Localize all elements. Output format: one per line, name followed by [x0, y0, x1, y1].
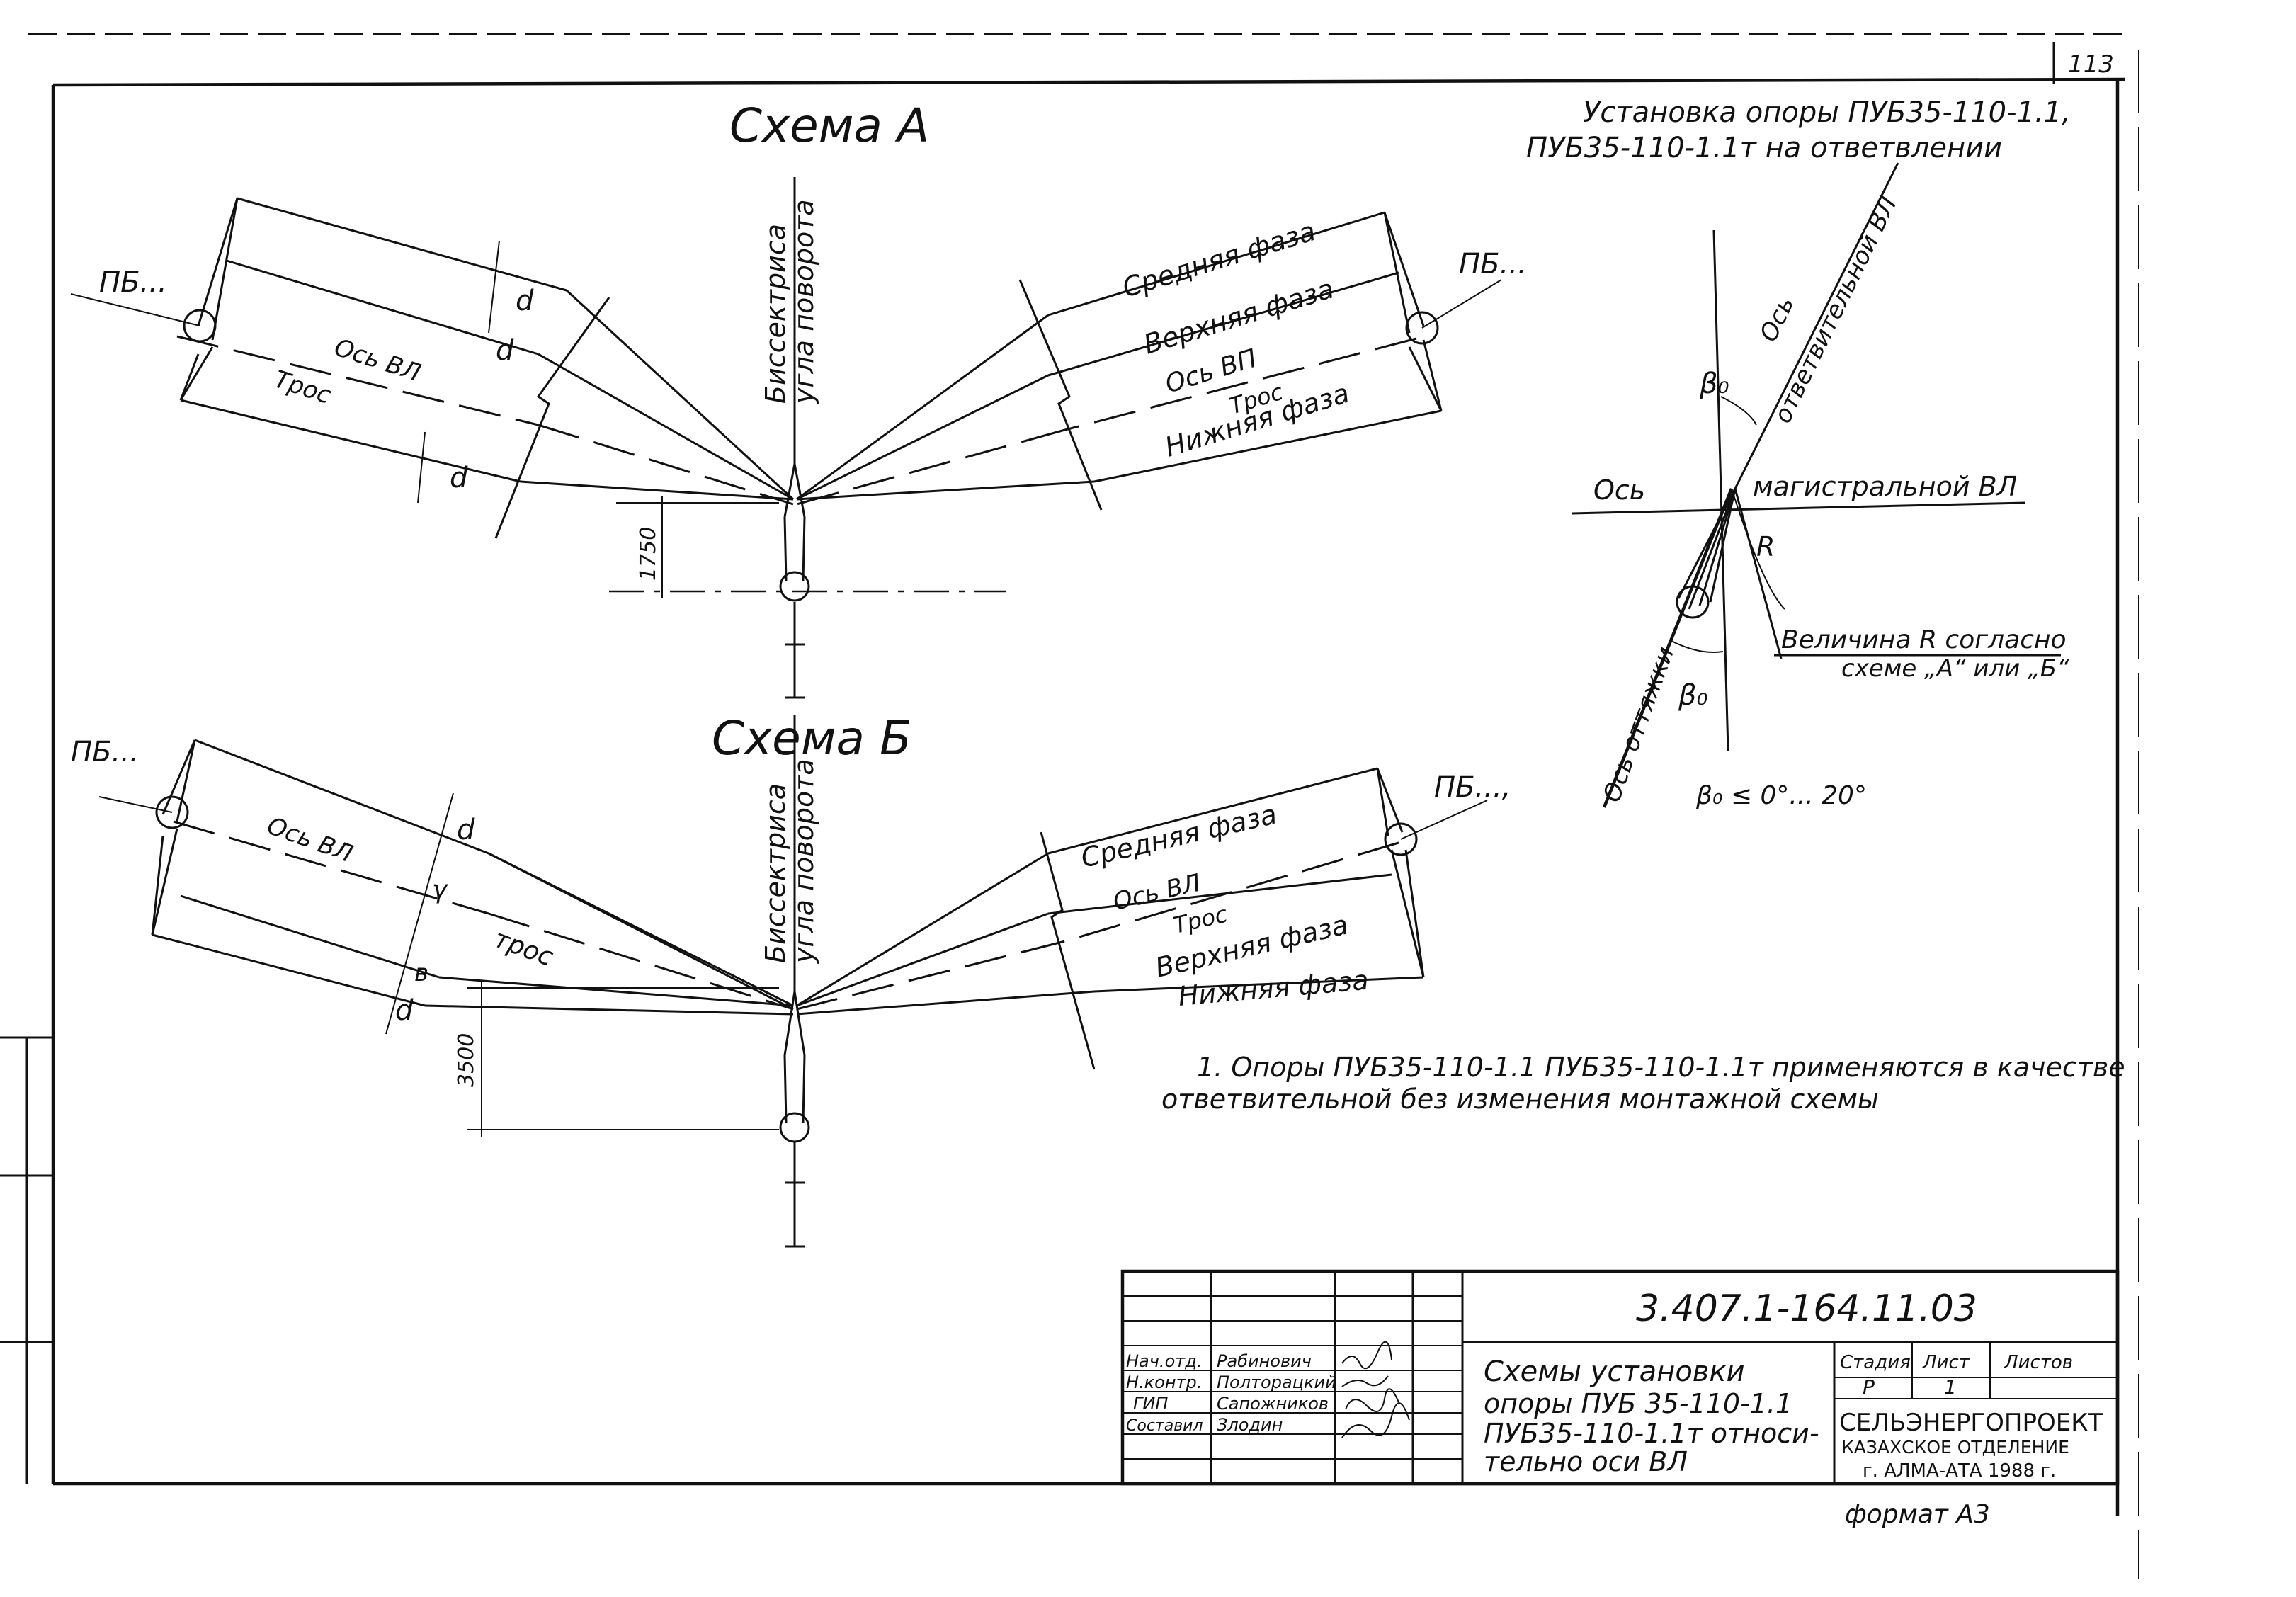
scheme-b: Схема Б ПБ... Ось ВЛ трос d γ в d [71, 711, 1511, 1248]
stage-value: Р [1863, 1375, 1875, 1399]
axis-guy: Ось оттяжки [1598, 643, 1680, 806]
org-1: СЕЛЬЭНЕРГОПРОЕКТ [1839, 1409, 2103, 1437]
sheet-format: формат А3 [1845, 1500, 1990, 1529]
pb-right-b-label: ПБ..., [1434, 771, 1511, 804]
title-block: 3.407.1-164.11.03 Нач.отд. Н.контр. ГИП … [1120, 1269, 2120, 1486]
page-number: 113 [2068, 50, 2114, 79]
axis-vl-a: Ось ВЛ [331, 334, 424, 388]
dim-d-marks-a [417, 240, 500, 504]
pb-right-a-label: ПБ... [1459, 248, 1527, 280]
dim-d-3-a: d [450, 462, 468, 494]
description-1: Схемы установки [1484, 1356, 1745, 1388]
r-label: R [1756, 531, 1775, 562]
central-pole-a [609, 177, 1006, 699]
branch-title-2: ПУБ35-110-1.1т на ответвлении [1526, 132, 2002, 164]
dim-d-1-a: d [516, 285, 534, 317]
dim-d-1-b: d [457, 814, 475, 846]
dim-marks-b [385, 792, 454, 1035]
bisector-1-a: Биссектриса [760, 224, 791, 404]
sheet-value: 1 [1944, 1375, 1957, 1399]
beta-range: β₀ ≤ 0°... 20° [1695, 781, 1867, 810]
col-sheet: Лист [1922, 1352, 1970, 1373]
pb-left-a-label: ПБ... [99, 266, 167, 299]
signature-3 [1345, 1388, 1399, 1412]
name-2: Полторацкий [1217, 1372, 1336, 1392]
scheme-b-right-support [1376, 768, 1488, 978]
support-pb-right-a [1405, 311, 1439, 345]
description-2: опоры ПУБ 35-110-1.1 [1484, 1388, 1792, 1419]
scheme-b-title: Схема Б [712, 711, 911, 766]
role-2: Н.контр. [1126, 1372, 1202, 1392]
dim-gamma-b: γ [432, 875, 448, 904]
signature-2 [1341, 1375, 1389, 1387]
dim-3500-b: 3500 [454, 1033, 479, 1087]
dim-d-2-b: d [395, 994, 414, 1027]
drawing-code: 3.407.1-164.11.03 [1636, 1288, 1977, 1330]
description-3: ПУБ35-110-1.1т относи- [1484, 1418, 1819, 1449]
branch-diagram: Установка опоры ПУБ35-110-1.1, ПУБ35-110… [1526, 96, 2071, 810]
central-pole-b [779, 715, 810, 1248]
scheme-a: Схема А ПБ... d d d Ось ВЛ Трос [70, 98, 1527, 699]
support-pb-left-b [155, 795, 189, 829]
axis-main-2: магистральной ВЛ [1753, 471, 2017, 502]
scheme-a-left-support [70, 198, 239, 401]
name-4: Злодин [1217, 1415, 1283, 1435]
scheme-a-right-support [1383, 212, 1502, 411]
org-2: КАЗАХСКОЕ ОТДЕЛЕНИЕ [1841, 1437, 2069, 1457]
col-stage: Стадия [1840, 1352, 1911, 1373]
name-1: Рабинович [1217, 1351, 1312, 1371]
axis-branch-1: Ось [1754, 292, 1800, 346]
bisector-2-b: угла поворота [788, 758, 819, 964]
col-sheets: Листов [2004, 1352, 2073, 1373]
value-r-2: схеме „А“ или „Б“ [1841, 654, 2069, 683]
name-3: Сапожников [1217, 1394, 1329, 1414]
bisector-2-a: угла поворота [788, 199, 819, 404]
note-line-1: 1. Опоры ПУБ35-110-1.1 ПУБ35-110-1.1т пр… [1197, 1052, 2125, 1083]
description-4: тельно оси ВЛ [1484, 1446, 1688, 1477]
role-3: ГИП [1133, 1394, 1168, 1414]
role-4: Составил [1126, 1417, 1203, 1435]
value-r-1: Величина R согласно [1781, 625, 2067, 654]
pb-left-b-label: ПБ... [71, 736, 139, 768]
bisector-1-b: Биссектриса [760, 783, 791, 963]
dim-1750-a: 1750 [636, 527, 661, 581]
note-line-2: ответвительной без изменения монтажной с… [1161, 1084, 1879, 1115]
support-pb-right-b [1384, 822, 1418, 856]
axis-vl-b: Ось ВЛ [263, 812, 356, 868]
middle-phase-b: Средняя фаза [1078, 798, 1280, 873]
role-1: Нач.отд. [1126, 1351, 1202, 1371]
org-3: г. АЛМА-АТА 1988 г. [1863, 1460, 2056, 1482]
branch-title-1: Установка опоры ПУБ35-110-1.1, [1583, 96, 2071, 129]
scheme-b-left-support [98, 739, 196, 936]
note: 1. Опоры ПУБ35-110-1.1 ПУБ35-110-1.1т пр… [1161, 1052, 2125, 1115]
signature-1 [1341, 1341, 1392, 1370]
beta-top: β₀ [1699, 368, 1729, 400]
tros-right-b: Трос [1171, 900, 1230, 938]
dim-d-2-a: d [496, 334, 514, 367]
beta-bottom: β₀ [1678, 679, 1708, 712]
signature-4 [1341, 1402, 1410, 1438]
dim-b-b: в [414, 959, 428, 987]
scheme-a-title: Схема А [729, 98, 929, 153]
axis-main-1: Ось [1593, 474, 1645, 506]
